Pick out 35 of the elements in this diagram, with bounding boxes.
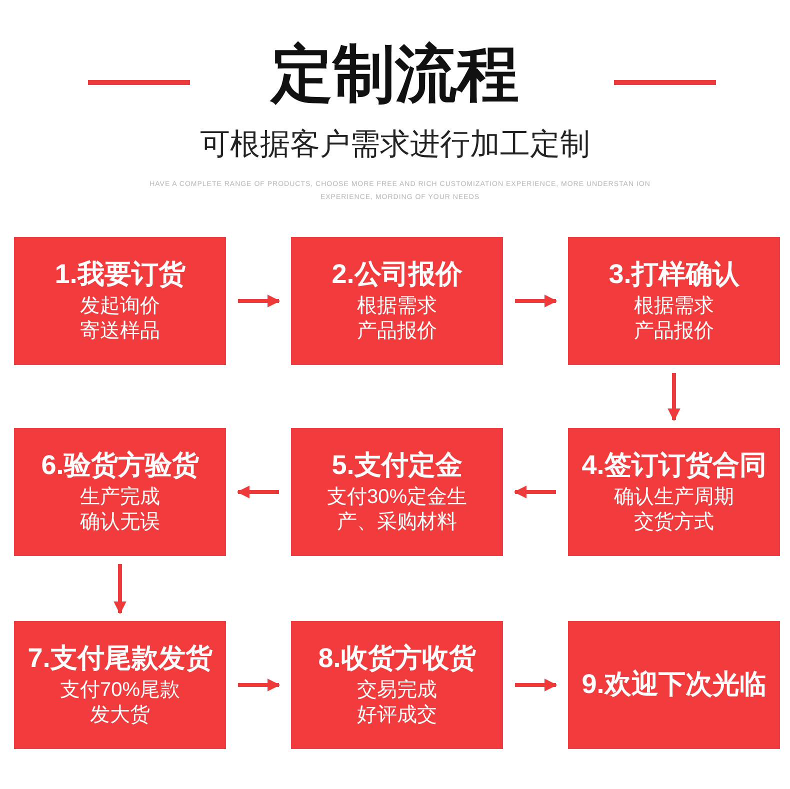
step-heading: 7.支付尾款发货 bbox=[28, 642, 212, 676]
step-box bbox=[291, 621, 503, 749]
step-description: 生产完成确认无误 bbox=[79, 484, 161, 535]
arrow bbox=[238, 294, 280, 308]
step-box bbox=[291, 237, 503, 365]
step-description: 发起询价寄送样品 bbox=[79, 294, 161, 344]
arrow bbox=[514, 486, 556, 498]
step-description: 交易完成好评成交 bbox=[356, 678, 438, 728]
step-description: 确认生产周期交货方式 bbox=[613, 484, 735, 535]
subtitle: 可根据客户需求进行加工定制 bbox=[200, 127, 590, 163]
step-heading: 6.验货方验货 bbox=[41, 449, 199, 482]
step-box bbox=[291, 428, 503, 556]
step-heading: 1.我要订货 bbox=[54, 258, 186, 292]
step-description: 支付30%定金生产、采购材料 bbox=[326, 484, 468, 535]
step-description: 支付70%尾款发大货 bbox=[58, 678, 182, 728]
step-box bbox=[568, 237, 780, 365]
arrow bbox=[515, 678, 558, 692]
step-heading: 5.支付定金 bbox=[332, 449, 462, 482]
step-description: 根据需求产品报价 bbox=[633, 294, 715, 344]
step-box bbox=[14, 621, 226, 749]
step-heading: 4.签订订货合同 bbox=[582, 449, 766, 482]
arrow bbox=[668, 373, 680, 422]
arrow bbox=[515, 294, 558, 308]
step-heading: 2.公司报价 bbox=[332, 258, 462, 292]
arrow bbox=[114, 564, 126, 614]
step-heading: 8.收货方收货 bbox=[318, 642, 476, 676]
arrow bbox=[238, 678, 280, 692]
step-heading: 3.打样确认 bbox=[608, 258, 740, 292]
step-box bbox=[14, 428, 226, 556]
step-description: 根据需求产品报价 bbox=[356, 294, 438, 344]
step-box bbox=[568, 428, 780, 556]
step-heading: 9.欢迎下次光临 bbox=[582, 668, 766, 702]
step-box bbox=[14, 237, 226, 365]
arrow bbox=[236, 486, 279, 498]
step-box bbox=[568, 621, 780, 749]
